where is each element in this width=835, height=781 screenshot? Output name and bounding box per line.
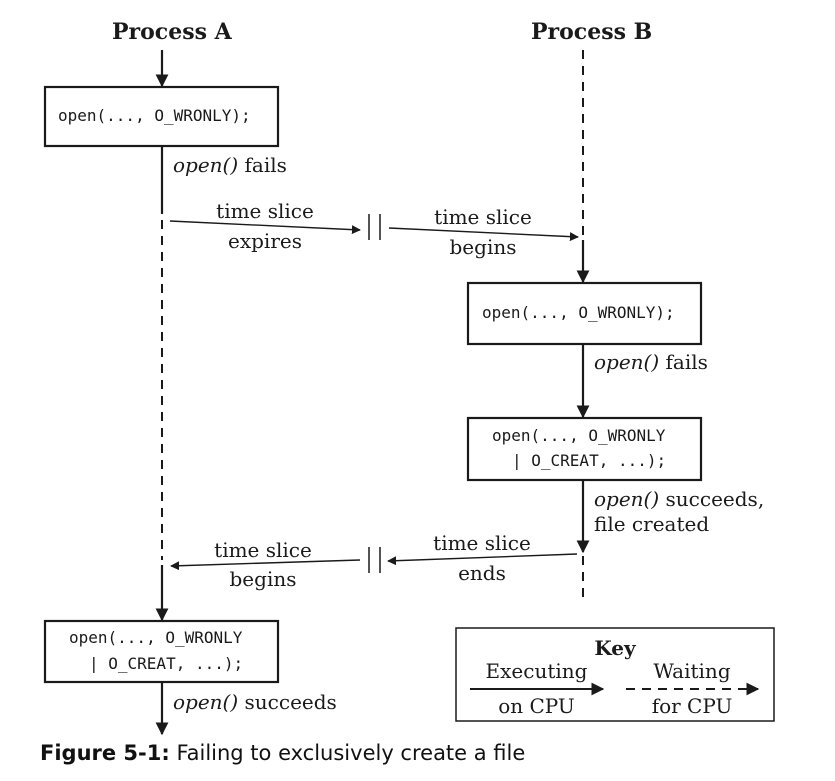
open-fn-name: open() <box>173 690 239 714</box>
switch-1-begins-label: begins <box>449 235 517 259</box>
process-a-open-box-1 <box>43 85 280 148</box>
switch-arrow-b-begins <box>388 227 579 242</box>
process-b-open-box-2 <box>466 416 703 482</box>
process-a-header: Process A <box>112 19 232 45</box>
switch-2-begins-label: begins <box>229 567 297 591</box>
process-a-open-fails-label: open() fails <box>173 153 287 177</box>
process-b-open-succeeds-label: open() succeeds, <box>594 487 764 511</box>
switch-arrow-b-ends <box>387 553 578 566</box>
key-box <box>455 627 775 722</box>
process-b-file-created-label: file created <box>594 512 710 536</box>
fails-text: fails <box>665 350 708 374</box>
process-a-open-code-2-line2: | O_CREAT, ...); <box>89 654 244 673</box>
switch-1-time-slice-b-label: time slice <box>434 205 532 229</box>
key-waiting-label: Waiting <box>653 659 731 683</box>
process-b-open-code-1: open(..., O_WRONLY); <box>482 303 675 322</box>
switch-arrow-a-expires <box>169 220 361 235</box>
succeeds-text: succeeds <box>244 690 337 714</box>
switch-1-expires-label: expires <box>228 229 302 253</box>
fails-text: fails <box>244 153 287 177</box>
key-executing-label: Executing <box>485 659 588 683</box>
open-fn-name: open() <box>173 153 239 177</box>
key-title: Key <box>594 636 636 660</box>
open-fn-name: open() <box>594 350 660 374</box>
process-a-open-succeeds-label: open() succeeds <box>173 690 337 714</box>
switch-2-ends-label: ends <box>458 561 506 585</box>
figure-caption: Figure 5-1: Failing to exclusively creat… <box>40 741 525 765</box>
figure-caption-label: Figure 5-1: <box>40 741 170 765</box>
process-a-open-code-1: open(..., O_WRONLY); <box>58 106 251 125</box>
key-on-cpu-label: on CPU <box>498 694 575 718</box>
switch-2-time-slice-b-label: time slice <box>433 531 531 555</box>
switch-arrow-a-begins <box>170 559 361 571</box>
succeeds-text: succeeds, <box>665 487 765 511</box>
key-for-cpu-label: for CPU <box>651 694 733 718</box>
process-b-open-code-2-line1: open(..., O_WRONLY <box>492 426 666 445</box>
figure-caption-text: Failing to exclusively create a file <box>176 741 526 765</box>
process-b-header: Process B <box>531 19 653 45</box>
switch-2-time-slice-label: time slice <box>214 538 312 562</box>
process-b-open-box-1 <box>466 281 703 346</box>
process-a-open-code-2-line1: open(..., O_WRONLY <box>69 628 243 647</box>
process-a-open-box-2 <box>43 619 280 684</box>
open-fn-name: open() <box>594 487 660 511</box>
switch-1-time-slice-label: time slice <box>216 199 314 223</box>
process-b-open-fails-label: open() fails <box>594 350 708 374</box>
process-b-open-code-2-line2: | O_CREAT, ...); <box>512 451 667 470</box>
